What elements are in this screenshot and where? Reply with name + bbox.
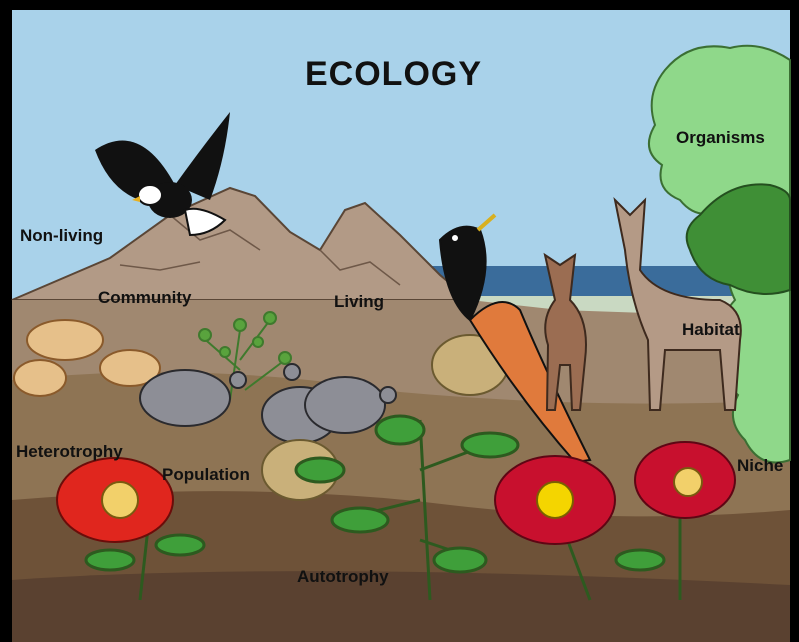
label-population: Population [162,465,250,485]
foreground-dark [12,571,790,642]
label-niche: Niche [737,456,783,476]
label-habitat: Habitat [682,320,740,340]
label-community: Community [98,288,192,308]
label-non-living: Non-living [20,226,103,246]
label-organisms: Organisms [676,128,765,148]
label-heterotrophy: Heterotrophy [16,442,123,462]
crimson-flower-right [635,442,735,518]
red-flower-left [57,458,173,542]
label-autotrophy: Autotrophy [297,567,389,587]
crimson-flower-center [495,456,615,544]
page-title: ECOLOGY [305,55,482,94]
label-living: Living [334,292,384,312]
